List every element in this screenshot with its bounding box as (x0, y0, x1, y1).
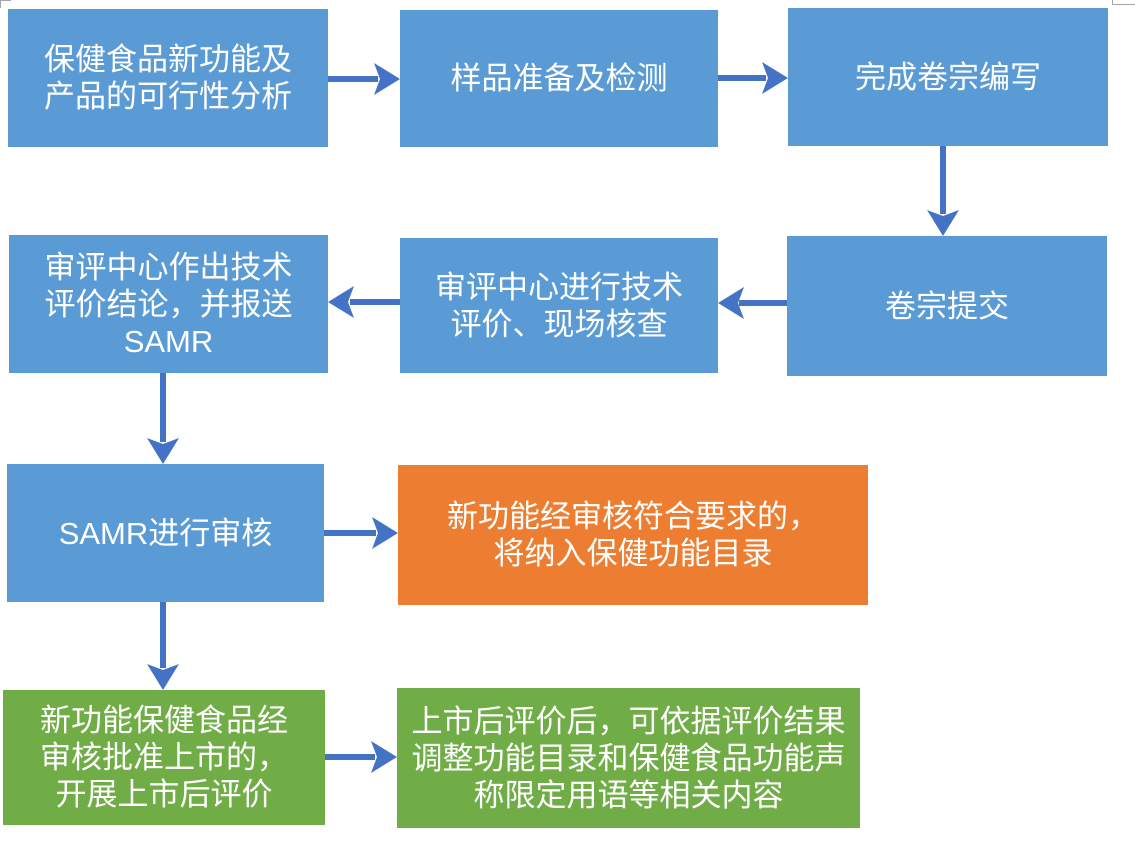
arrow-post-market-to-catalog-adjustment-icon (325, 740, 397, 774)
node-evaluation-conclusion: 审评中心作出技术 评价结论，并报送 SAMR (9, 235, 328, 373)
node-feasibility: 保健食品新功能及 产品的可行性分析 (8, 9, 328, 147)
arrow-feasibility-to-sample-icon (328, 62, 400, 96)
cropped-ui-fragment (1112, 0, 1135, 5)
arrow-conclusion-to-samr-review-icon (146, 373, 180, 464)
node-catalog-adjustment: 上市后评价后，可依据评价结果 调整功能目录和保健食品功能声 称限定用语等相关内容 (397, 688, 860, 828)
node-technical-evaluation: 审评中心进行技术 评价、现场核查 (400, 238, 718, 373)
node-post-market-eval: 新功能保健食品经 审核批准上市的， 开展上市后评价 (3, 690, 325, 825)
page-corner-fragment (0, 0, 11, 8)
arrow-dossier-writing-to-submission-icon (926, 146, 960, 236)
node-sample-prep: 样品准备及检测 (400, 10, 718, 147)
node-dossier-writing: 完成卷宗编写 (788, 8, 1108, 146)
node-samr-review: SAMR进行审核 (7, 464, 324, 602)
arrow-sample-to-dossier-writing-icon (718, 61, 788, 95)
arrow-samr-review-to-post-market-icon (146, 602, 180, 690)
node-catalog-inclusion: 新功能经审核符合要求的， 将纳入保健功能目录 (398, 465, 868, 605)
arrow-submission-to-technical-evaluation-icon (718, 286, 787, 320)
node-dossier-submission: 卷宗提交 (787, 236, 1107, 376)
arrow-samr-review-to-catalog-inclusion-icon (324, 516, 398, 550)
arrow-technical-evaluation-to-conclusion-icon (328, 285, 400, 319)
